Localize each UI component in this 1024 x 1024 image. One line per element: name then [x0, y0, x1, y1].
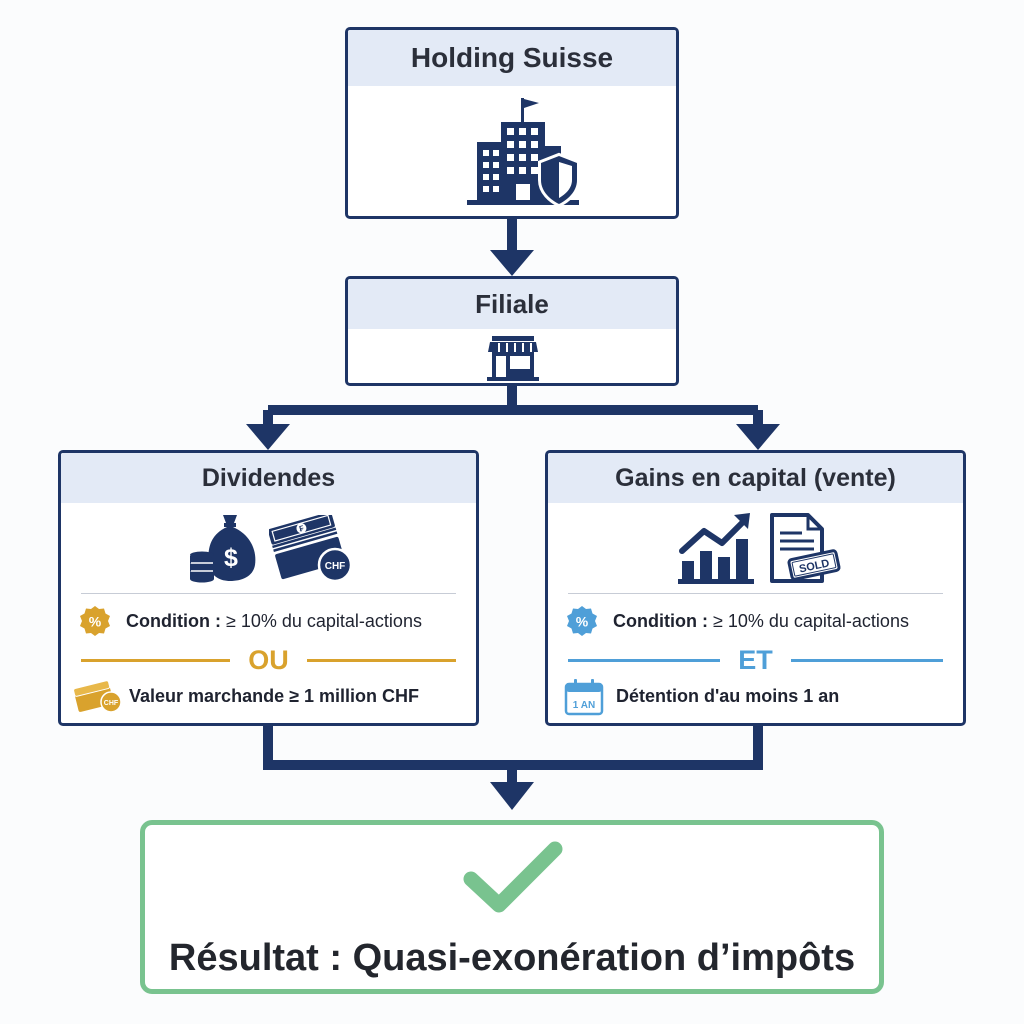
result-box: Résultat : Quasi-exonération d’impôts [140, 820, 884, 994]
arrowhead-filiale [490, 250, 534, 276]
sold-document-icon: SOLD [770, 513, 841, 583]
checkmark-icon [463, 841, 563, 913]
growth-chart-icon [678, 513, 754, 584]
calendar-icon: 1 AN [564, 679, 604, 716]
arrowhead-gains [736, 424, 780, 450]
svg-text:₣: ₣ [298, 524, 305, 534]
gains-condition: Condition : ≥ 10% du capital-actions [613, 611, 909, 631]
dividendes-title: Dividendes [61, 453, 476, 503]
and-separator: ET [568, 644, 944, 675]
gains-title: Gains en capital (vente) [548, 453, 963, 503]
gold-chf-badge: CHF [104, 700, 119, 707]
filiale-box: Filiale [345, 276, 679, 386]
arrowhead-dividendes [246, 424, 290, 450]
chf-badge: CHF [325, 561, 346, 572]
connector-merge [263, 725, 763, 790]
gains-divider [568, 593, 943, 594]
or-label: OU [248, 644, 289, 675]
svg-text:%: % [89, 614, 102, 630]
calendar-label: 1 AN [573, 700, 595, 711]
dividendes-box: Dividendes $ ₣ CHF [58, 450, 479, 726]
arrowhead-result [490, 782, 534, 810]
money-bag-coins-icon: $ [190, 515, 256, 583]
svg-text:$: $ [224, 544, 238, 572]
percent-badge-blue-icon: % [567, 606, 597, 636]
percent-badge-icon: % [80, 606, 110, 636]
dividendes-market-value: Valeur marchande ≥ 1 million CHF [129, 686, 419, 706]
holding-title: Holding Suisse [348, 30, 676, 86]
connector-filiale-split [263, 385, 763, 428]
storefront-icon [487, 336, 539, 381]
svg-text:%: % [576, 614, 589, 630]
building-shield-icon [467, 98, 580, 208]
holding-box: Holding Suisse [345, 27, 679, 219]
gold-cash-icon: CHF [73, 680, 122, 713]
or-separator: OU [81, 645, 456, 675]
dividendes-divider [81, 593, 456, 594]
gains-holding-period: Détention d'au moins 1 an [616, 686, 840, 706]
filiale-title: Filiale [348, 279, 676, 329]
and-label: ET [738, 644, 773, 675]
cash-chf-icon: ₣ CHF [269, 515, 353, 583]
result-text: Résultat : Quasi-exonération d’impôts [168, 937, 856, 979]
dividendes-condition: Condition : ≥ 10% du capital-actions [126, 611, 422, 631]
gains-box: Gains en capital (vente) SOLD % Conditio… [545, 450, 966, 726]
